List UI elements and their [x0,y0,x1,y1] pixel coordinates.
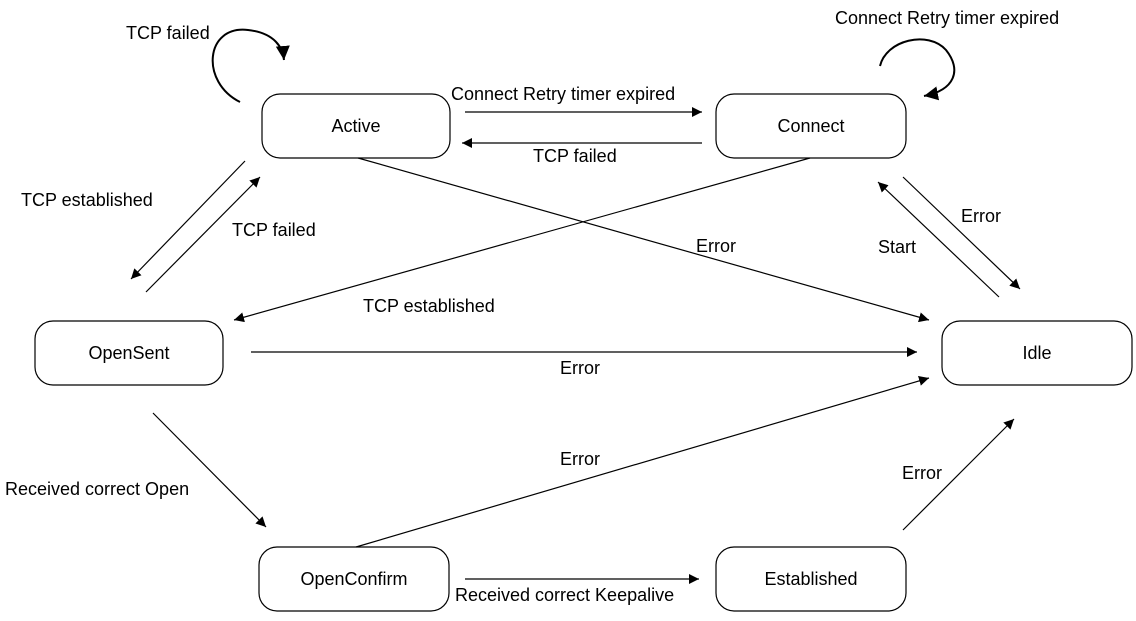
transition-connect-to-idle: Error [902,176,1021,290]
transition-idle-to-connect: Start [877,181,1000,298]
connect-to-active-label: TCP failed [533,146,617,166]
active-self-loop-label: TCP failed [126,23,210,43]
transition-connect-to-opensent: TCP established [233,157,811,323]
active-to-connect-label: Connect Retry timer expired [451,84,675,104]
opensent-to-idle-label: Error [560,358,600,378]
transition-active-to-opensent: TCP established [21,160,246,280]
state-openconfirm: OpenConfirm [258,546,450,612]
active-to-opensent-label: TCP established [21,190,153,210]
state-connect: Connect [715,93,907,159]
transition-opensent-to-openconfirm: Received correct Open [5,412,267,528]
idle-to-connect-arrow [877,181,1000,298]
transition-connect-self: Connect Retry timer expired [835,8,1059,101]
connect-self-loop-arrow [879,38,956,101]
state-established-label: Established [764,569,857,589]
state-established: Established [715,546,907,612]
connect-to-opensent-arrow [233,157,811,323]
transition-connect-to-active: TCP failed [462,138,702,166]
state-active-label: Active [331,116,380,136]
openconfirm-to-idle-label: Error [560,449,600,469]
transition-opensent-to-idle: Error [251,347,917,378]
active-to-idle-label: Error [696,236,736,256]
state-opensent: OpenSent [34,320,224,386]
connect-to-opensent-label: TCP established [363,296,495,316]
opensent-to-active-label: TCP failed [232,220,316,240]
state-active: Active [261,93,451,159]
transition-openconfirm-to-established: Received correct Keepalive [455,574,699,605]
openconfirm-to-idle-arrow [355,376,930,548]
established-to-idle-label: Error [902,463,942,483]
transition-active-to-idle: Error [357,157,930,323]
active-to-idle-arrow [357,157,930,323]
active-to-opensent-arrow [130,160,246,280]
state-idle-label: Idle [1022,343,1051,363]
opensent-to-openconfirm-arrow [152,412,267,528]
state-connect-label: Connect [777,116,844,136]
transition-active-self: TCP failed [126,23,290,103]
connect-to-idle-arrow [902,176,1021,290]
transition-active-to-connect: Connect Retry timer expired [451,84,702,117]
idle-to-connect-label: Start [878,237,916,257]
state-idle: Idle [941,320,1133,386]
transition-established-to-idle: Error [902,418,1015,531]
opensent-to-active-arrow [145,176,261,293]
established-to-idle-arrow [902,418,1015,531]
connect-self-loop-label: Connect Retry timer expired [835,8,1059,28]
transition-opensent-to-active: TCP failed [145,176,316,293]
state-openconfirm-label: OpenConfirm [300,569,407,589]
state-opensent-label: OpenSent [88,343,169,363]
opensent-to-openconfirm-label: Received correct Open [5,479,189,499]
transition-openconfirm-to-idle: Error [355,376,930,548]
connect-to-idle-label: Error [961,206,1001,226]
openconfirm-to-established-label: Received correct Keepalive [455,585,674,605]
active-self-loop-arrow [211,28,290,103]
